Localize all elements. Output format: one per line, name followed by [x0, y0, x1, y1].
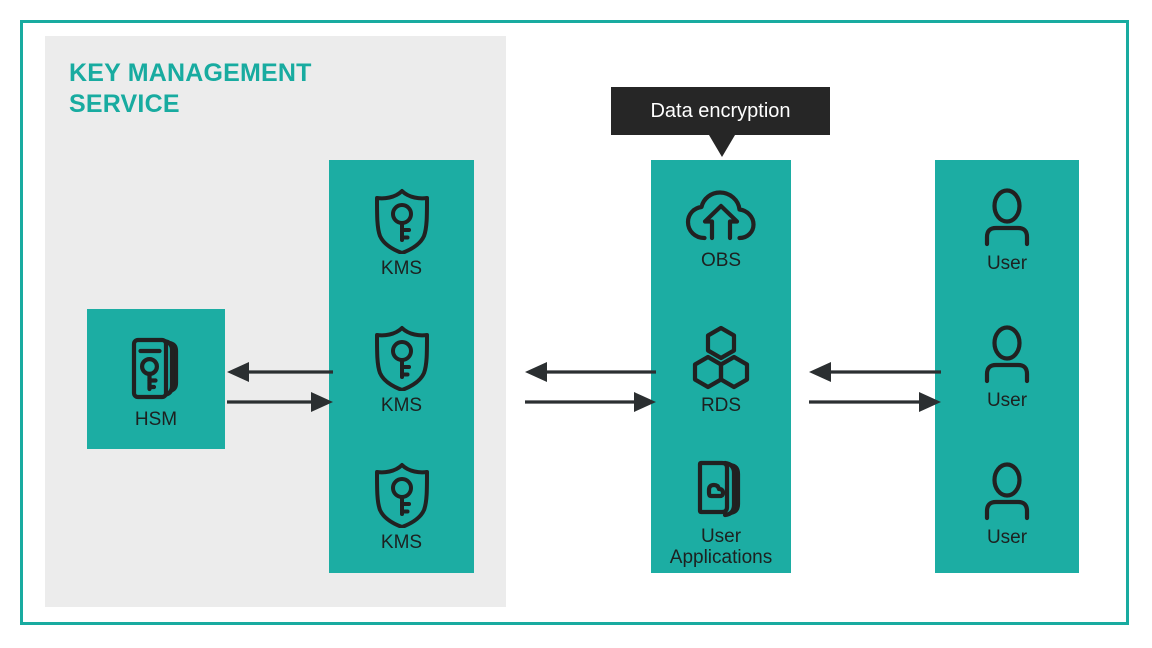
user-node[interactable]: User [935, 324, 1079, 411]
user-person-icon [935, 187, 1079, 249]
user-person-icon [935, 324, 1079, 386]
rds-node[interactable]: RDS [651, 325, 791, 416]
obs-node[interactable]: OBS [651, 188, 791, 271]
user-node[interactable]: User [935, 187, 1079, 274]
user-label: User [986, 253, 1028, 274]
tooltip-pointer-icon [709, 135, 735, 157]
hsm-node: HSM [87, 331, 225, 430]
kms-label: KMS [380, 532, 423, 553]
cloud-upload-icon [651, 188, 791, 246]
hsm-label: HSM [134, 409, 178, 430]
document-cloud-icon [651, 460, 791, 522]
data-encryption-tooltip-label: Data encryption [650, 99, 791, 122]
arrow-left [809, 362, 941, 382]
obs-label: OBS [700, 250, 742, 271]
arrow-left [525, 362, 656, 382]
hsm-card-stack-key-icon [87, 331, 225, 405]
arrow-right [809, 392, 941, 412]
kms-column: KMS KMS [329, 160, 474, 573]
user-label: User [986, 527, 1028, 548]
shield-key-icon [329, 460, 474, 529]
services-column: OBS RDS User Applications [651, 160, 791, 573]
kms-label: KMS [380, 395, 423, 416]
arrow-right [227, 392, 333, 412]
arrows-hsm-kms [225, 353, 335, 413]
kms-node[interactable]: KMS [329, 460, 474, 553]
user-label: User [986, 390, 1028, 411]
data-encryption-tooltip: Data encryption [611, 87, 830, 135]
kms-label: KMS [380, 258, 423, 279]
rds-label: RDS [700, 395, 742, 416]
shield-key-icon [329, 323, 474, 392]
kms-node[interactable]: KMS [329, 323, 474, 416]
arrow-left [227, 362, 333, 382]
user-node[interactable]: User [935, 461, 1079, 548]
user-applications-label: User Applications [669, 526, 773, 569]
diagram-frame: KEY MANAGEMENT SERVICE [20, 20, 1129, 625]
hsm-box[interactable]: HSM [87, 309, 225, 449]
arrows-kms-services [523, 353, 658, 413]
arrow-right [525, 392, 656, 412]
hexagon-cluster-icon [651, 325, 791, 391]
shield-key-icon [329, 186, 474, 255]
key-management-service-title: KEY MANAGEMENT SERVICE [69, 59, 312, 118]
arrows-services-users [807, 353, 943, 413]
users-column: User User User [935, 160, 1079, 573]
user-person-icon [935, 461, 1079, 523]
user-applications-node[interactable]: User Applications [651, 460, 791, 569]
kms-node[interactable]: KMS [329, 186, 474, 279]
